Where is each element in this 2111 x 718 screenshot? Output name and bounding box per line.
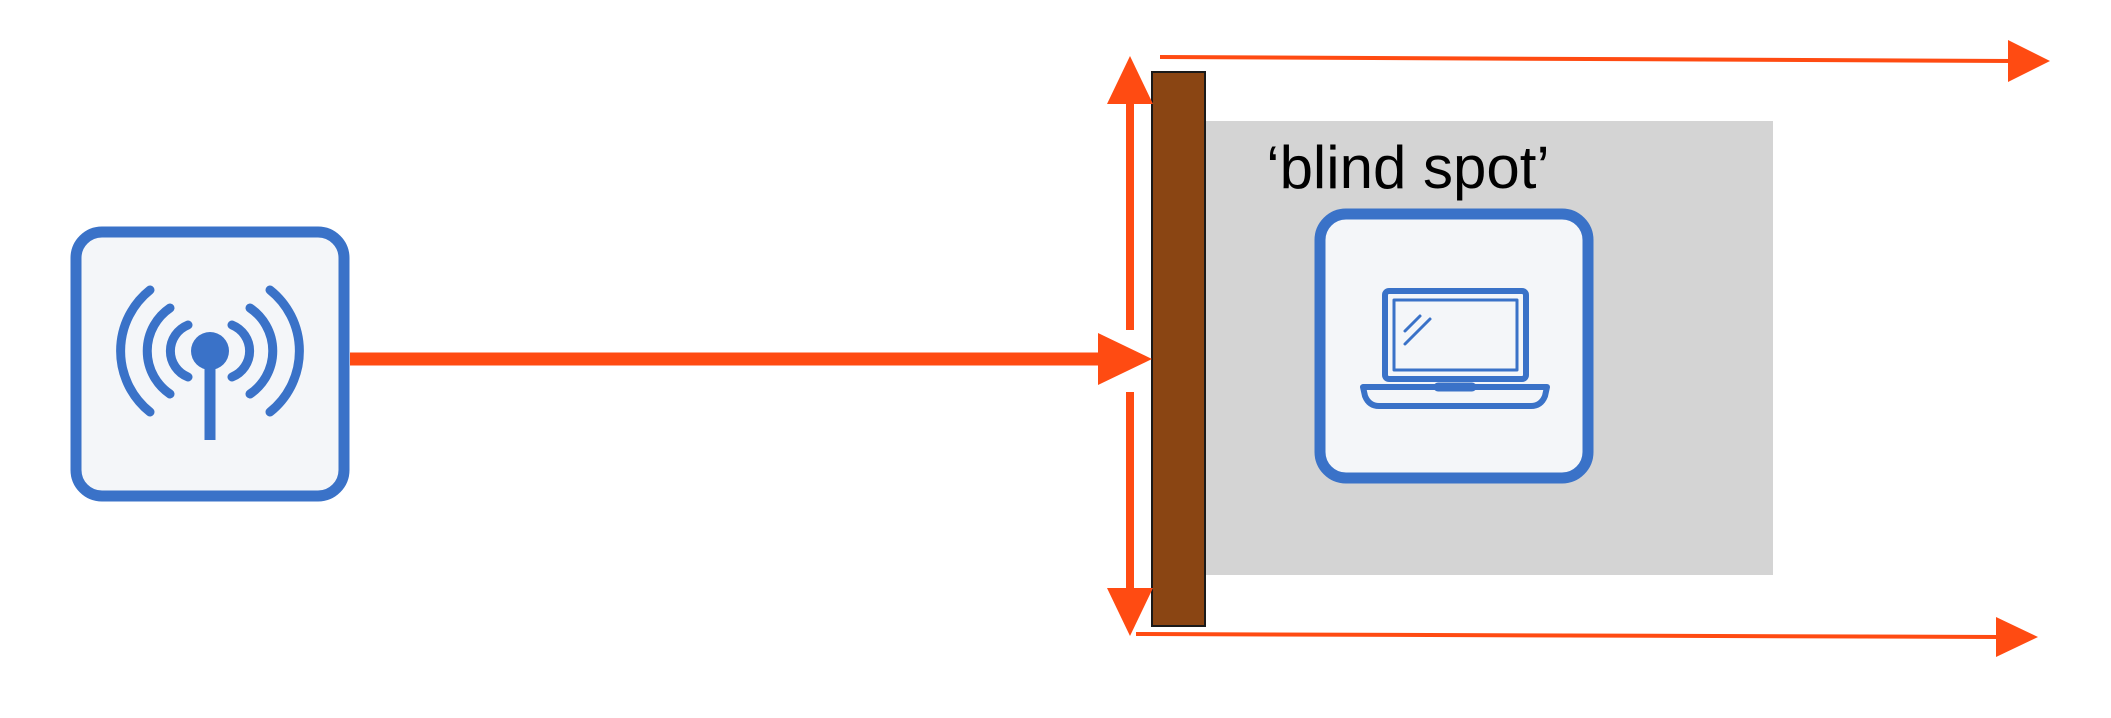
signal-arrow-main xyxy=(350,333,1152,385)
deflection-arrow-bottom xyxy=(1135,617,2038,657)
wall-obstacle xyxy=(1151,71,1206,627)
laptop-icon xyxy=(1360,288,1550,409)
access-point-icon xyxy=(70,226,350,502)
reflection-arrow-up xyxy=(1107,56,1153,330)
blind-spot-label: ‘blind spot’ xyxy=(1266,134,1550,201)
deflection-arrow-top xyxy=(1159,40,2050,82)
client-laptop-icon xyxy=(1314,208,1594,484)
reflection-arrow-down xyxy=(1107,392,1153,636)
